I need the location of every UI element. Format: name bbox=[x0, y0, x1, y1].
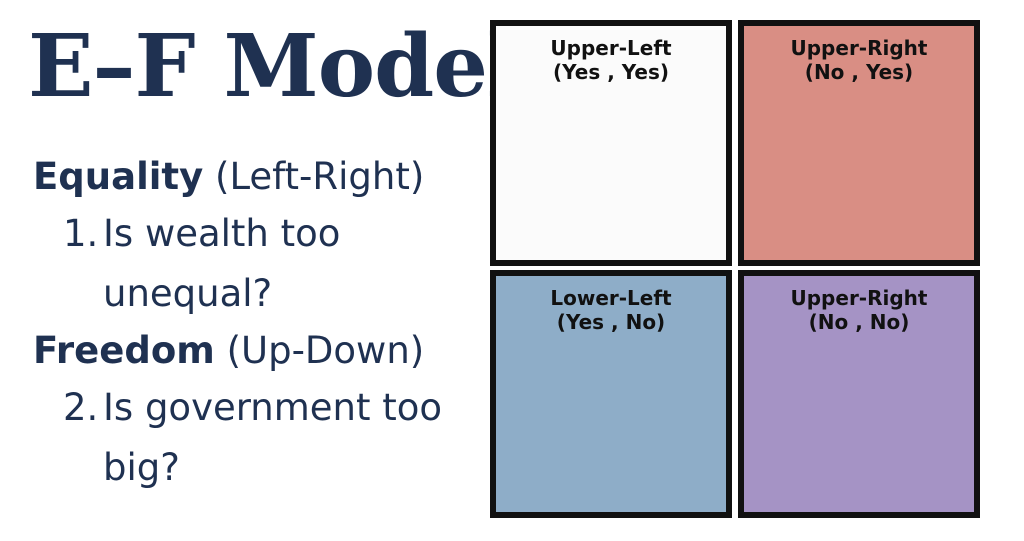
question-text: Is government too big? bbox=[103, 386, 443, 489]
question-item: 2. Is government too big? bbox=[63, 378, 473, 498]
quadrant-lower-right: Upper-Right (No , No) bbox=[738, 270, 980, 518]
question-item: 1. Is wealth too unequal? bbox=[63, 204, 473, 324]
quadrant-label: Upper-Left bbox=[550, 36, 672, 60]
quadrant-answers: (No , Yes) bbox=[804, 60, 914, 84]
quadrant-answers: (Yes , No) bbox=[556, 310, 666, 334]
quadrant-grid: Upper-Left (Yes , Yes) Upper-Right (No ,… bbox=[490, 20, 984, 518]
dimension-heading-equality: Equality (Left-Right) bbox=[33, 150, 473, 204]
quadrant-upper-left: Upper-Left (Yes , Yes) bbox=[490, 20, 732, 266]
dimension-name: Freedom bbox=[33, 329, 215, 372]
quadrant-lower-left: Lower-Left (Yes , No) bbox=[490, 270, 732, 518]
quadrant-answers: (Yes , Yes) bbox=[552, 60, 670, 84]
dimension-name: Equality bbox=[33, 155, 204, 198]
dimension-axis: (Left-Right) bbox=[215, 155, 425, 198]
dimension-heading-freedom: Freedom (Up-Down) bbox=[33, 324, 473, 378]
question-number: 1. bbox=[63, 212, 99, 255]
quadrant-label: Upper-Right bbox=[790, 286, 928, 310]
quadrant-label: Upper-Right bbox=[790, 36, 928, 60]
page-title: E–F Model bbox=[28, 16, 520, 117]
quadrant-answers: (No , No) bbox=[808, 310, 910, 334]
question-text: Is wealth too unequal? bbox=[103, 212, 341, 315]
dimension-axis: (Up-Down) bbox=[226, 329, 425, 372]
quadrant-label: Lower-Left bbox=[550, 286, 672, 310]
quadrant-upper-right: Upper-Right (No , Yes) bbox=[738, 20, 980, 266]
dimensions-panel: Equality (Left-Right) 1. Is wealth too u… bbox=[33, 150, 473, 498]
question-number: 2. bbox=[63, 386, 99, 429]
